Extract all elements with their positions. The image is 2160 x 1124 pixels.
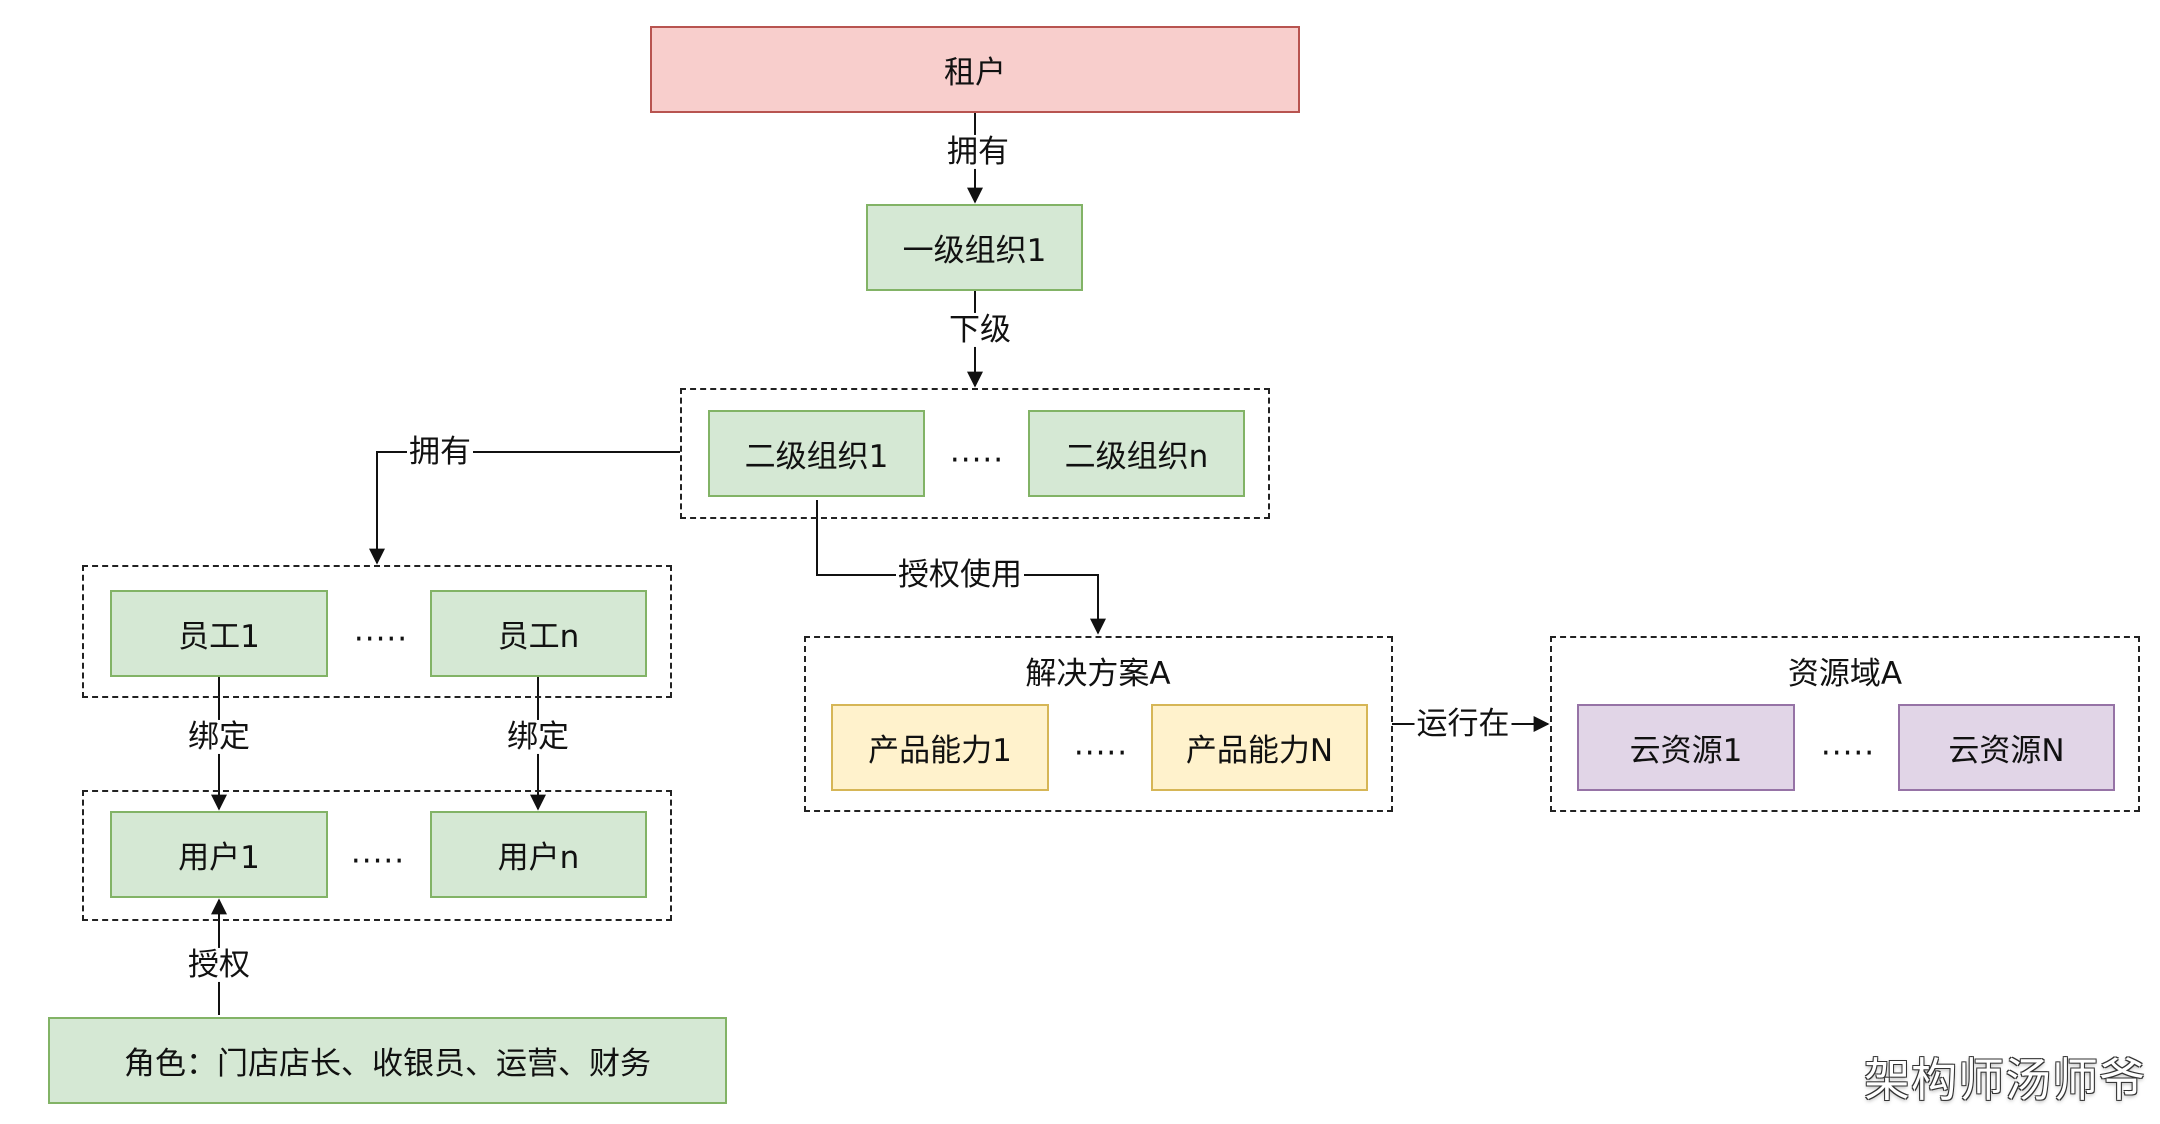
employee-group: [82, 565, 672, 698]
product-ellipsis: .....: [1073, 726, 1129, 763]
watermark: 架构师汤师爷: [1864, 1053, 2146, 1107]
org-level2-last-node[interactable]: 二级组织n: [1028, 410, 1245, 497]
product-first-node[interactable]: 产品能力1: [831, 704, 1049, 791]
user-group: [82, 790, 672, 921]
org-level1-node[interactable]: 一级组织1: [866, 204, 1083, 291]
cloud-resource-first-node[interactable]: 云资源1: [1577, 704, 1795, 791]
org-level2-group: [680, 388, 1270, 519]
product-last-node[interactable]: 产品能力N: [1151, 704, 1368, 791]
employee-ellipsis: .....: [353, 612, 409, 649]
employee-last-node[interactable]: 员工n: [430, 590, 647, 677]
org-level2-ellipsis: .....: [949, 433, 1005, 470]
resource-domain-title: 资源域A: [1787, 656, 1903, 692]
user-ellipsis: .....: [350, 834, 406, 871]
role-node[interactable]: 角色：门店店长、收银员、运营、财务: [48, 1017, 727, 1104]
org-level2-first-node[interactable]: 二级组织1: [708, 410, 925, 497]
solution-group: [804, 636, 1393, 812]
edge-label-subordinate: 下级: [947, 311, 1013, 348]
user-first-node[interactable]: 用户1: [110, 811, 328, 898]
edge-label-authorize-use: 授权使用: [896, 556, 1024, 593]
cloud-resource-last-node[interactable]: 云资源N: [1898, 704, 2115, 791]
edge-label-tenant-owns: 拥有: [945, 133, 1011, 170]
tenant-node[interactable]: 租户: [650, 26, 1300, 113]
edge-label-runs-on: 运行在: [1414, 705, 1512, 742]
edge-org2-to-employees: [369, 451, 680, 565]
edge-label-org-owns: 拥有: [407, 433, 473, 470]
edge-label-authorize: 授权: [186, 946, 252, 983]
cloud-resource-ellipsis: .....: [1820, 726, 1876, 763]
employee-first-node[interactable]: 员工1: [110, 590, 328, 677]
user-last-node[interactable]: 用户n: [430, 811, 647, 898]
resource-domain-group: [1550, 636, 2140, 812]
edge-label-bind-last: 绑定: [505, 718, 571, 755]
edge-label-bind-first: 绑定: [186, 718, 252, 755]
solution-title: 解决方案A: [1025, 656, 1171, 692]
